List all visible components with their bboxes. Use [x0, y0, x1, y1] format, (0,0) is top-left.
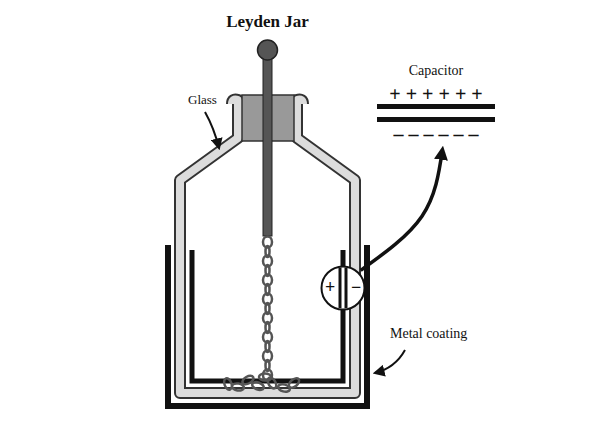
charge-signs: – – – – – – — [394, 124, 479, 144]
glass-leader — [205, 112, 219, 148]
chain-link — [259, 374, 271, 381]
metal-coating-outer — [168, 245, 367, 406]
part-label: Metal coating — [390, 326, 467, 342]
charge-signs: + + + + + + — [389, 84, 482, 104]
chain-link — [223, 377, 234, 391]
chain-link — [287, 376, 301, 389]
metal-coating-inner — [192, 250, 343, 381]
capacitor-symbol: Capacitor + + + + + + – – – – – – — [372, 62, 500, 144]
charge-sign: − — [351, 276, 361, 298]
chain — [223, 237, 301, 393]
component-label: Capacitor — [409, 62, 463, 80]
chain-link — [251, 381, 265, 392]
chain-link — [231, 383, 244, 392]
coating-leader — [375, 350, 405, 373]
magnified-circle: +− — [320, 265, 366, 311]
rod-ball — [258, 40, 278, 60]
metal-rod — [263, 56, 272, 236]
charge-sign: + — [325, 276, 335, 298]
magnify-arrow — [361, 150, 443, 270]
part-label: Glass — [188, 92, 217, 108]
capacitor-plates — [377, 104, 495, 122]
diagram-title: Leyden Jar — [0, 12, 535, 32]
